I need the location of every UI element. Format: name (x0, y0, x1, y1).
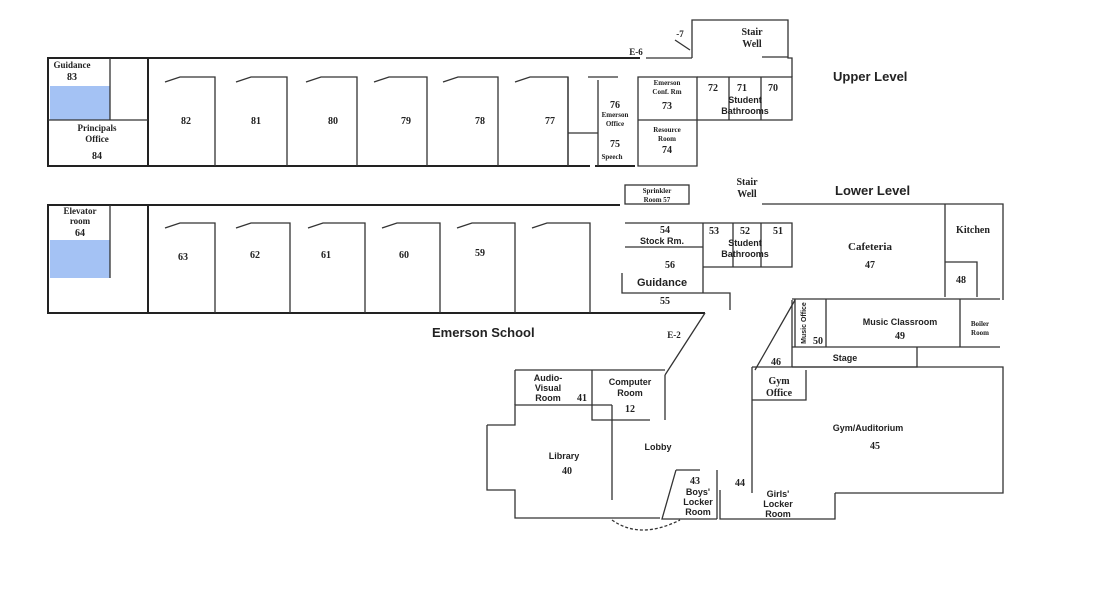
av-room-label-2: Visual (535, 383, 561, 393)
resource-room-number: 74 (662, 145, 672, 156)
boiler-room-label: Boiler (971, 320, 989, 328)
classroom-number: 78 (475, 116, 485, 127)
guidance-highlight (50, 86, 110, 120)
emerson-office-label-2: Office (606, 120, 624, 128)
stock-room-number: 54 (660, 225, 670, 236)
stairwell-label: Stair (741, 27, 763, 38)
principal-label-2: Office (85, 134, 108, 144)
boys-locker-number: 43 (690, 476, 700, 487)
bathroom-number: 53 (709, 226, 719, 237)
room-44-number: 44 (735, 478, 745, 489)
guidance-number: 56 (665, 260, 675, 271)
av-room-label-3: Room (535, 393, 561, 403)
computer-room-label: Computer (609, 377, 652, 387)
music-classroom-number: 49 (895, 331, 905, 342)
classroom-number: 77 (545, 116, 555, 127)
bathroom-number: 70 (768, 83, 778, 94)
conf-room-label: Emerson (654, 79, 681, 87)
stairwell-label-2: Well (742, 39, 762, 50)
classroom-number: 62 (250, 250, 260, 261)
computer-room-number: 12 (625, 404, 635, 415)
girls-locker-label-2: Locker (763, 499, 793, 509)
bathroom-label: Student (728, 238, 762, 248)
bathroom-number: 51 (773, 226, 783, 237)
elevator-label-2: room (70, 216, 91, 226)
classroom-number: 59 (475, 248, 485, 259)
upper-level-title: Upper Level (833, 69, 907, 84)
classroom-number: 80 (328, 116, 338, 127)
sprinkler-room-label: Sprinkler (643, 187, 672, 195)
classroom-number: 63 (178, 252, 188, 263)
boys-locker-label-3: Room (685, 507, 711, 517)
upper-level: Guidance 83 Principals Office 84 82 81 8… (47, 19, 907, 167)
bathroom-label-2: Bathrooms (721, 249, 769, 259)
cafeteria-number: 47 (865, 260, 875, 271)
boys-locker-label: Boys' (686, 487, 710, 497)
lower-level-title: Lower Level (835, 183, 910, 198)
library-number: 40 (562, 466, 572, 477)
school-name-title: Emerson School (432, 325, 535, 340)
classroom-number: 61 (321, 250, 331, 261)
room-46-number: 46 (771, 357, 781, 368)
speech-number: 75 (610, 139, 620, 150)
stairwell-label: Stair (736, 177, 758, 188)
stairwell-label-2: Well (737, 189, 757, 200)
bathroom-label-2: Bathrooms (721, 106, 769, 116)
classroom-number: 79 (401, 116, 411, 127)
girls-locker-label: Girls' (767, 489, 790, 499)
emerson-office-number: 76 (610, 100, 620, 111)
av-room-label: Audio- (534, 373, 563, 383)
bathroom-number: 71 (737, 83, 747, 94)
resource-room-label: Resource (653, 126, 680, 134)
sprinkler-room-label-2: Room 57 (644, 196, 671, 204)
elevator-highlight (50, 240, 110, 278)
principal-label: Principals (77, 123, 116, 133)
stage-label: Stage (833, 353, 858, 363)
conf-room-label-2: Conf. Rm (652, 88, 681, 96)
resource-room-label-2: Room (658, 135, 676, 143)
gym-auditorium-label: Gym/Auditorium (833, 423, 904, 433)
lobby-label: Lobby (645, 442, 672, 452)
speech-label: Speech (602, 153, 623, 161)
gym-auditorium-number: 45 (870, 441, 880, 452)
classroom-number: 82 (181, 116, 191, 127)
bathroom-number: 72 (708, 83, 718, 94)
elevator-block (47, 204, 149, 314)
emerson-office-label: Emerson (602, 111, 629, 119)
library-label: Library (549, 451, 580, 461)
boiler-room-label-2: Room (971, 329, 989, 337)
music-office-label: Music Office (801, 302, 808, 344)
gym-office-label-2: Office (766, 388, 793, 399)
exit-e2-label: E-2 (667, 330, 681, 340)
stock-room-label: Stock Rm. (640, 236, 684, 246)
guidance-label: Guidance (637, 277, 687, 289)
elevator-number: 64 (75, 228, 85, 239)
exit-7-label: -7 (676, 29, 684, 39)
gym-office-label: Gym (768, 376, 790, 387)
elevator-label: Elevator (64, 206, 97, 216)
exit-e6-label: E-6 (629, 47, 643, 57)
av-room-number: 41 (577, 393, 587, 404)
guidance-number: 83 (67, 72, 77, 83)
music-classroom-label: Music Classroom (863, 317, 938, 327)
cafeteria-label: Cafeteria (848, 241, 892, 253)
classroom-number: 60 (399, 250, 409, 261)
bathroom-label: Student (728, 95, 762, 105)
room-55-number: 55 (660, 296, 670, 307)
guidance-label: Guidance (53, 60, 90, 70)
admin-block (47, 57, 149, 167)
classroom-number: 81 (251, 116, 261, 127)
computer-room-label-2: Room (617, 388, 643, 398)
conf-room-number: 73 (662, 101, 672, 112)
principal-number: 84 (92, 151, 102, 162)
music-office-number: 50 (813, 336, 823, 347)
boys-locker-label-2: Locker (683, 497, 713, 507)
room-48-number: 48 (956, 275, 966, 286)
kitchen-label: Kitchen (956, 225, 990, 236)
lower-level: Elevator room 64 63 62 61 60 59 Sprinkle… (47, 177, 1004, 531)
girls-locker-label-3: Room (765, 509, 791, 519)
bathroom-number: 52 (740, 226, 750, 237)
